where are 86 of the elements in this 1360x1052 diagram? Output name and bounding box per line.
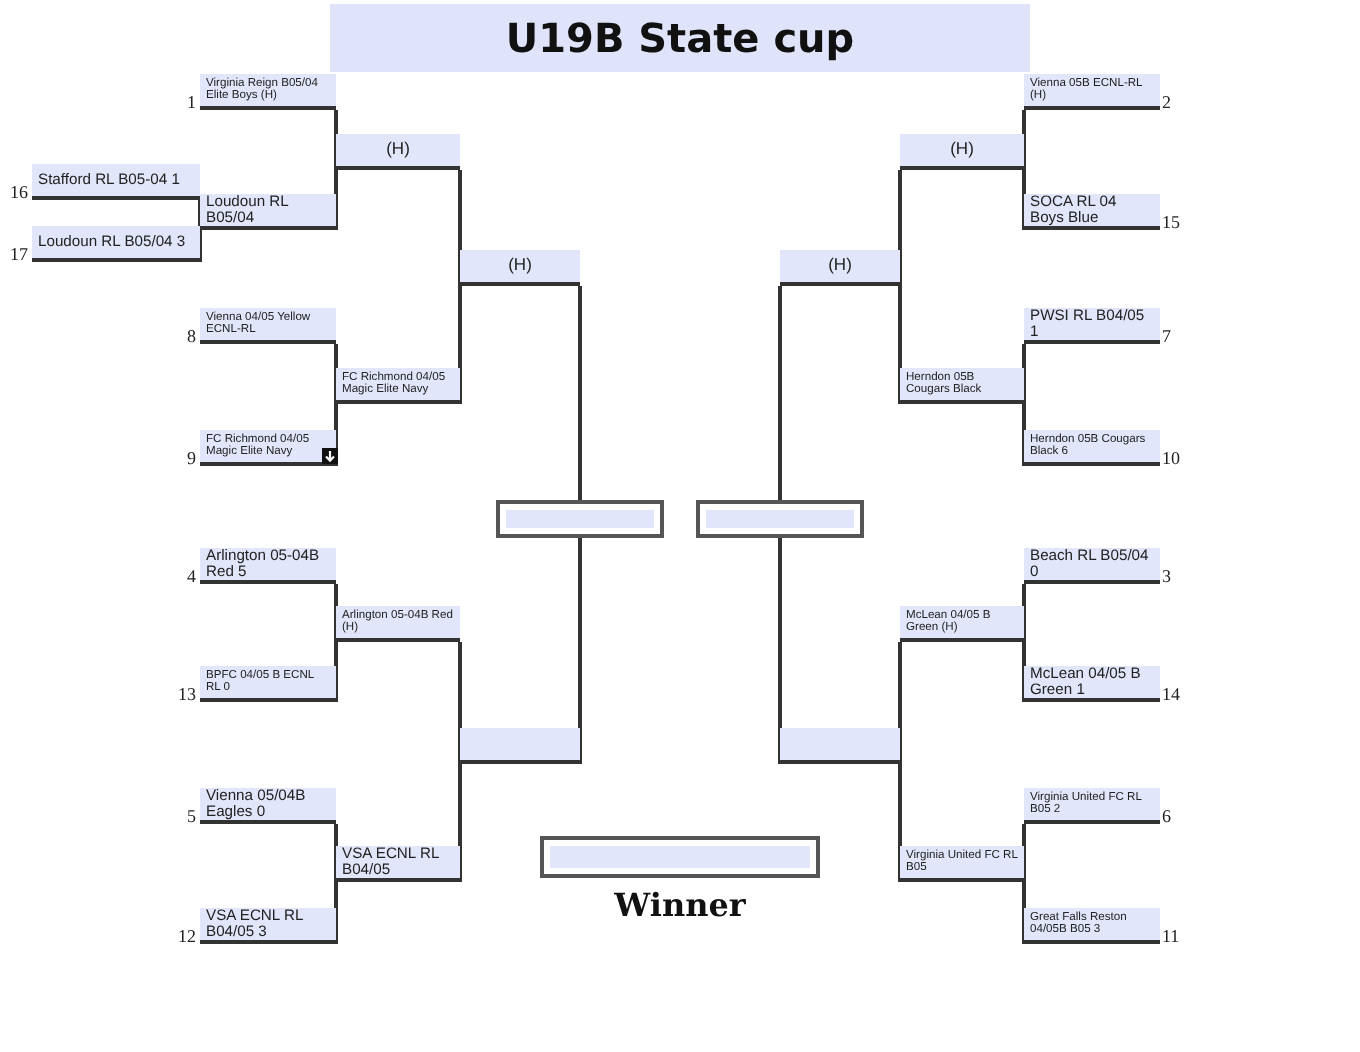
bracket-slot	[780, 250, 900, 286]
bracket-line	[1022, 824, 1026, 882]
seed-number: 13	[178, 684, 196, 704]
seed-number: 15	[1162, 212, 1180, 232]
bracket-line	[1022, 642, 1026, 702]
bracket-line	[458, 642, 462, 764]
seed-number: 6	[1162, 806, 1171, 826]
bracket-slot	[900, 846, 1024, 882]
bracket-line	[458, 764, 462, 882]
seed-number: 11	[1162, 926, 1180, 946]
bracket-line	[778, 538, 782, 764]
bracket-slot	[200, 666, 336, 702]
bracket-slot	[1024, 74, 1160, 110]
team-name: (H)	[386, 140, 410, 160]
bracket-line	[898, 642, 902, 764]
bracket-line	[1022, 344, 1026, 404]
seed-number: 10	[1162, 448, 1180, 468]
bracket-slot	[1024, 308, 1160, 344]
bracket-slot	[200, 548, 336, 584]
bracket-line	[334, 584, 338, 642]
bracket-slot	[336, 134, 460, 170]
bracket-slot	[32, 226, 200, 262]
bracket-line	[898, 764, 902, 882]
empty-bracket-slot	[460, 728, 580, 764]
team-name: (H)	[508, 256, 532, 276]
bracket-line	[334, 404, 338, 466]
seed-number: 7	[1162, 326, 1171, 346]
bracket-slot	[200, 908, 336, 944]
bracket-line	[578, 286, 582, 500]
bracket-slot	[1024, 194, 1160, 230]
bracket-slot	[200, 788, 336, 824]
seed-number: 5	[187, 806, 196, 826]
bracket-slot	[336, 368, 460, 404]
bracket-slot	[1024, 666, 1160, 702]
seed-number: 9	[187, 448, 196, 468]
bracket-line	[458, 286, 462, 404]
seed-number: 17	[10, 244, 28, 264]
bracket-slot	[336, 606, 460, 642]
result-box	[696, 500, 864, 538]
bracket-line	[1022, 110, 1026, 170]
bracket-line	[334, 110, 338, 170]
bracket-line	[898, 286, 902, 404]
bracket-slot	[900, 134, 1024, 170]
bracket-line	[458, 170, 462, 286]
seed-number: 8	[187, 326, 196, 346]
team-name: (H)	[950, 140, 974, 160]
bracket-slot	[1024, 788, 1160, 824]
winner-label: Winner	[612, 886, 748, 924]
bracket-line	[1022, 170, 1026, 230]
seed-number: 1	[187, 92, 196, 112]
title-banner: U19B State cup	[330, 4, 1030, 72]
bracket-slot	[1024, 908, 1160, 944]
seed-number: 12	[178, 926, 196, 946]
bracket-line	[778, 286, 782, 500]
bracket-slot	[200, 308, 336, 344]
bracket-line	[334, 824, 338, 882]
bracket-slot	[200, 74, 336, 110]
seed-number: 3	[1162, 566, 1171, 586]
bracket-line	[334, 642, 338, 702]
bracket-slot	[336, 846, 460, 882]
bracket-line	[1022, 584, 1026, 642]
bracket-line	[578, 538, 582, 764]
team-name: (H)	[828, 256, 852, 276]
bracket-slot	[32, 164, 200, 200]
bracket-line	[334, 882, 338, 944]
bracket-line	[198, 200, 202, 230]
bracket-slot	[1024, 430, 1160, 466]
bracket-line	[198, 230, 202, 262]
seed-number: 2	[1162, 92, 1171, 112]
result-box	[496, 500, 664, 538]
bracket-line	[898, 170, 902, 286]
bracket-line	[334, 170, 338, 230]
seed-number: 4	[187, 566, 196, 586]
empty-bracket-slot	[780, 728, 900, 764]
bracket-line	[1022, 404, 1026, 466]
seed-number: 14	[1162, 684, 1180, 704]
result-box	[540, 836, 820, 878]
bracket-slot	[1024, 548, 1160, 584]
bracket-slot	[460, 250, 580, 286]
bracket-slot	[200, 194, 336, 230]
bracket-slot	[900, 368, 1024, 404]
bracket-slot	[200, 430, 336, 466]
bracket-line	[334, 344, 338, 404]
bracket-slot	[900, 606, 1024, 642]
bracket-line	[1022, 882, 1026, 944]
seed-number: 16	[10, 182, 28, 202]
